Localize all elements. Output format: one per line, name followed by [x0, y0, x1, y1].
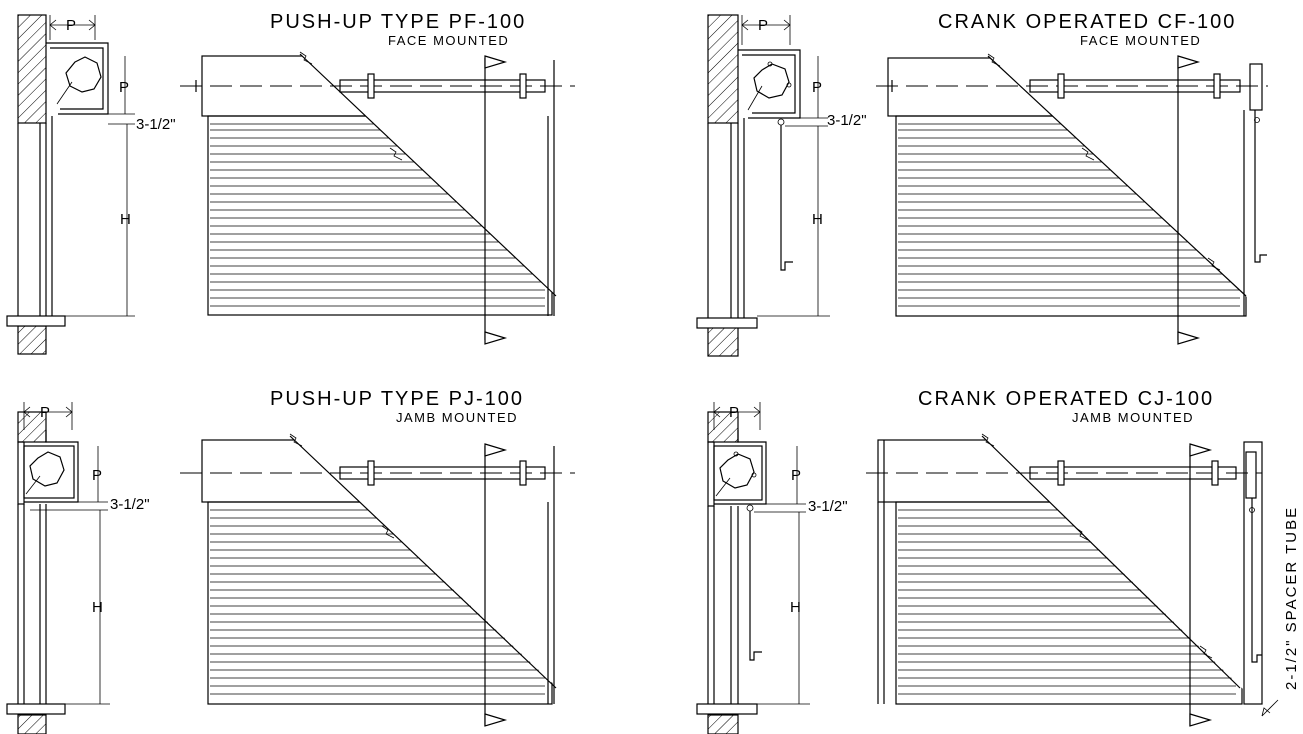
section-view-pj-100: P P 3-1/2" H	[6, 402, 150, 734]
dim-p-horizontal: P	[40, 404, 50, 421]
panel-cj-100: P P 3-1/2" H CRANK OPERATED CJ-100 JAMB …	[696, 388, 1300, 734]
spacer-tube-callout: 2-1/2" SPACER TUBE	[1283, 506, 1300, 690]
panel-subtitle: JAMB MOUNTED	[396, 410, 518, 425]
sill	[6, 315, 66, 327]
dim-h: H	[790, 599, 801, 616]
panel-pj-100: P P 3-1/2" H PUSH-UP TYPE PJ-100 JAMB MO…	[6, 388, 575, 734]
elevation-view-cj-100: CRANK OPERATED CJ-100 JAMB MOUNTED	[866, 388, 1300, 727]
panel-subtitle: FACE MOUNTED	[388, 33, 509, 48]
section-view-cj-100: P P 3-1/2" H	[696, 402, 848, 734]
panel-title: CRANK OPERATED CJ-100	[918, 388, 1214, 410]
dim-p-horizontal: P	[758, 17, 768, 34]
dim-p-vertical: P	[92, 467, 102, 484]
dim-h: H	[120, 211, 131, 228]
panel-title: PUSH-UP TYPE PJ-100	[270, 388, 524, 410]
spacer-tube	[1243, 441, 1263, 705]
dim-p-vertical: P	[812, 79, 822, 96]
dim-clearance: 3-1/2"	[827, 112, 867, 129]
curtain-slats	[210, 509, 545, 695]
barrel-octagon	[719, 453, 755, 489]
dim-h: H	[92, 599, 103, 616]
wall-hatch	[707, 14, 739, 124]
dim-h: H	[812, 211, 823, 228]
panel-title: PUSH-UP TYPE PF-100	[270, 11, 526, 33]
wall-hatch	[17, 411, 47, 443]
dim-p-vertical: P	[119, 79, 129, 96]
floor-hatch	[17, 325, 47, 355]
section-view-cf-100: P P 3-1/2" H	[696, 14, 867, 357]
panel-cf-100: P P 3-1/2" H CRANK OPERATED CF-100 FACE …	[696, 11, 1268, 357]
floor-hatch	[707, 714, 739, 734]
panel-subtitle: FACE MOUNTED	[1080, 33, 1201, 48]
dim-clearance: 3-1/2"	[110, 496, 150, 513]
elevation-view-pf-100: PUSH-UP TYPE PF-100 FACE MOUNTED	[180, 11, 575, 345]
elevation-view-pj-100: PUSH-UP TYPE PJ-100 JAMB MOUNTED	[180, 388, 575, 727]
barrel-octagon	[65, 56, 102, 93]
dim-clearance: 3-1/2"	[136, 116, 176, 133]
dim-p-horizontal: P	[729, 404, 739, 421]
dim-p-horizontal: P	[66, 17, 76, 34]
barrel-octagon	[29, 451, 65, 487]
floor-hatch	[17, 714, 47, 734]
sill	[696, 703, 758, 715]
sill	[696, 317, 758, 329]
dim-p-vertical: P	[791, 467, 801, 484]
section-view-pf-100: P P 3-1/2" H	[6, 14, 176, 355]
panel-title: CRANK OPERATED CF-100	[938, 11, 1236, 33]
floor-hatch	[707, 325, 739, 357]
sill	[6, 703, 66, 715]
wall-hatch	[17, 14, 47, 124]
panel-subtitle: JAMB MOUNTED	[1072, 410, 1194, 425]
dim-clearance: 3-1/2"	[808, 498, 848, 515]
barrel-octagon	[753, 63, 790, 99]
panel-pf-100: P P 3-1/2" H PUSH-UP TYPE PF-100 FACE MO…	[6, 11, 575, 355]
elevation-view-cf-100: CRANK OPERATED CF-100 FACE MOUNTED	[876, 11, 1268, 345]
